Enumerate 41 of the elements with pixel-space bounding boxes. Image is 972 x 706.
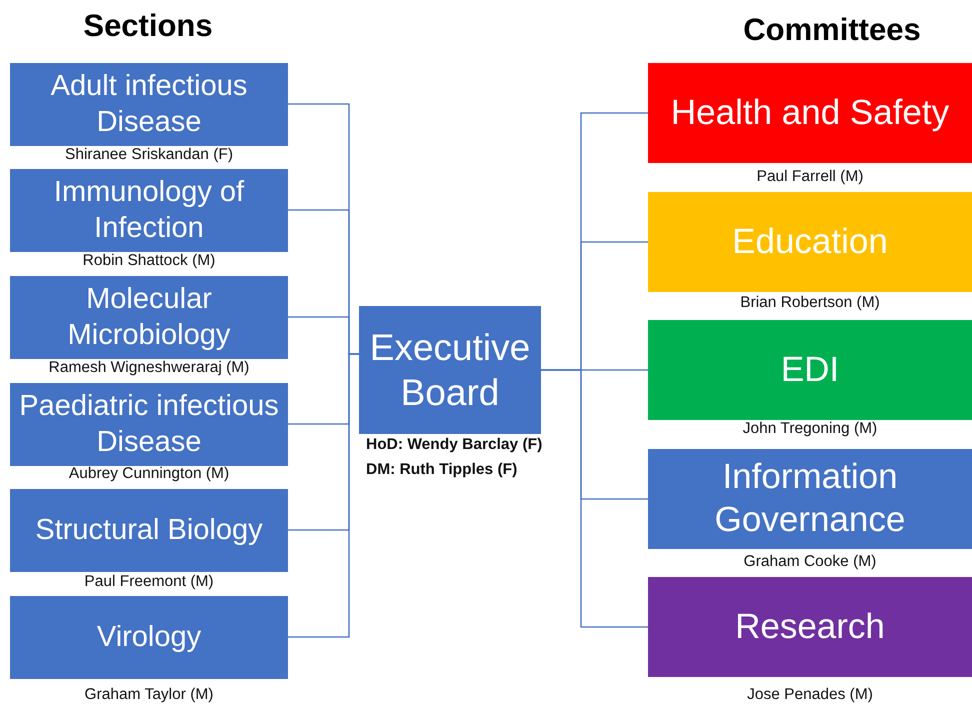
- chair-name: Jose Penades (M): [747, 686, 873, 704]
- unit-name: EDI: [780, 348, 840, 391]
- leader-name: HoD: Wendy Barclay (F): [366, 436, 542, 454]
- org-box: [10, 383, 288, 466]
- unit-name: Education: [732, 220, 888, 263]
- chair-name: Aubrey Cunnington (M): [68, 465, 230, 483]
- chair-name: Robin Shattock (M): [82, 252, 216, 270]
- unit-name: Adult infectious Disease: [50, 69, 248, 140]
- unit-name: Research: [735, 606, 885, 648]
- chair-name: Brian Robertson (M): [740, 294, 880, 312]
- org-box: [10, 489, 288, 572]
- unit-name: Immunology of Infection: [52, 175, 246, 246]
- unit-name: Paediatric infectious Disease: [18, 389, 280, 460]
- org-box: [10, 276, 288, 359]
- org-box: [10, 63, 288, 146]
- org-box: [648, 449, 972, 549]
- chair-name: John Tregoning (M): [742, 420, 878, 438]
- chair-name: Shiranee Sriskandan (F): [65, 146, 233, 164]
- unit-name: Executive Board: [368, 326, 532, 415]
- connector-line: [288, 353, 359, 638]
- unit-name: Information Governance: [714, 456, 906, 541]
- chair-name: Ramesh Wigneshweraraj (M): [48, 359, 250, 377]
- chair-name: Graham Taylor (M): [84, 686, 214, 704]
- org-box: [648, 320, 972, 420]
- org-box: [648, 577, 972, 677]
- chair-name: Paul Farrell (M): [756, 168, 864, 186]
- unit-name: Molecular Microbiology: [66, 282, 232, 352]
- unit-name: Structural Biology: [35, 512, 263, 548]
- org-box: [10, 596, 288, 679]
- unit-name: Virology: [96, 620, 202, 655]
- chair-name: Paul Freemont (M): [84, 573, 214, 591]
- org-box: [359, 306, 541, 434]
- column-heading: Committees: [743, 12, 921, 48]
- leader-name: DM: Ruth Tipples (F): [366, 461, 518, 479]
- org-box: [648, 63, 972, 163]
- connector-line: [541, 369, 648, 628]
- chair-name: Graham Cooke (M): [744, 553, 876, 571]
- org-box: [10, 169, 288, 252]
- unit-name: Health and Safety: [670, 92, 950, 134]
- column-heading: Sections: [83, 8, 213, 44]
- org-box: [648, 192, 972, 292]
